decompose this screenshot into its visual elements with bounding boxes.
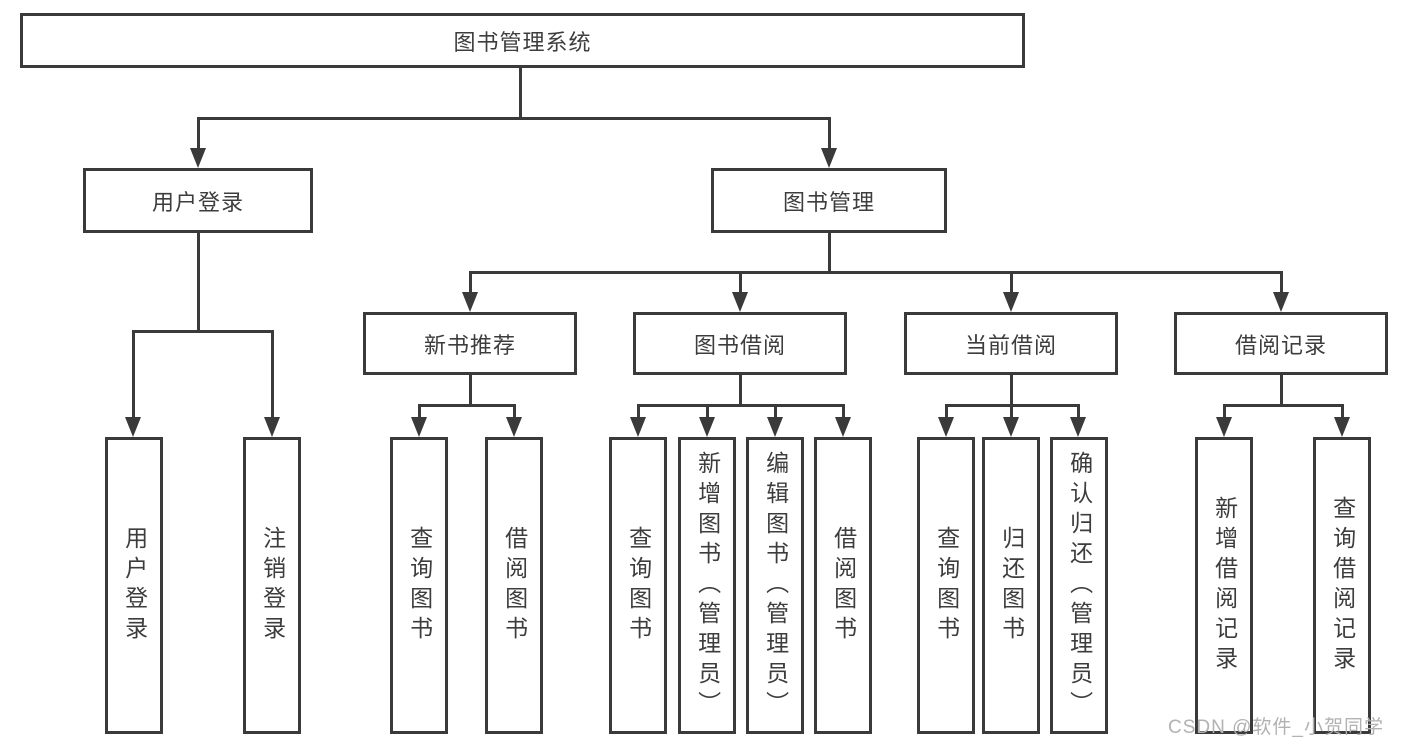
arrowhead-br-query xyxy=(1334,417,1350,437)
connector-drop-leaf-login xyxy=(132,330,135,417)
node-current-borrow: 当前借阅 xyxy=(904,312,1118,375)
arrowhead-nb-query xyxy=(411,417,427,437)
arrowhead-cb-query xyxy=(938,417,954,437)
connector-drop-br-query xyxy=(1341,404,1344,419)
leaf-records-query-record: 查询借阅记录 xyxy=(1313,437,1371,734)
arrowhead-current-borrow xyxy=(1003,292,1019,312)
connector-drop-bb-query xyxy=(637,404,640,419)
arrowhead-nb-borrow xyxy=(506,417,522,437)
connector-bookborrow-stem xyxy=(739,375,742,407)
arrowhead-book-mgmt xyxy=(821,148,837,168)
connector-drop-nb-borrow xyxy=(513,404,516,419)
leaf-label: 查询借阅记录 xyxy=(1329,495,1356,676)
leaf-label: 编辑图书（管理员） xyxy=(762,450,789,721)
arrowhead-leaf-login xyxy=(125,417,141,437)
leaf-current-confirm-return-admin: 确认归还（管理员） xyxy=(1050,437,1108,734)
connector-drop-cb-confirm xyxy=(1077,404,1080,419)
connector-drop-leaf-logout xyxy=(271,330,274,417)
connector-drop-br-add xyxy=(1223,404,1226,419)
leaf-borrow-add-books-admin: 新增图书（管理员） xyxy=(678,437,736,734)
node-label: 借阅记录 xyxy=(1234,332,1327,358)
connector-borrowrecords-stem xyxy=(1280,375,1283,407)
leaf-current-return-books: 归还图书 xyxy=(982,437,1040,734)
connector-newbooks-stem xyxy=(469,375,472,407)
leaf-label: 查询图书 xyxy=(625,525,652,646)
leaf-borrow-borrow-books: 借阅图书 xyxy=(814,437,872,734)
node-book-management: 图书管理 xyxy=(711,168,947,233)
node-label: 用户登录 xyxy=(151,189,244,215)
arrowhead-bb-borrow xyxy=(835,417,851,437)
leaf-borrow-edit-books-admin: 编辑图书（管理员） xyxy=(746,437,804,734)
leaf-newbooks-query-books: 查询图书 xyxy=(390,437,448,734)
arrowhead-new-books xyxy=(462,292,478,312)
arrowhead-cb-return xyxy=(1003,417,1019,437)
connector-drop-current-borrow xyxy=(1010,271,1013,294)
node-user-login: 用户登录 xyxy=(83,168,313,233)
leaf-label: 归还图书 xyxy=(998,525,1025,646)
connector-drop-bb-edit xyxy=(774,404,777,419)
connector-bookborrow-rail xyxy=(637,404,844,407)
leaf-label: 查询图书 xyxy=(406,525,433,646)
connector-drop-book-mgmt xyxy=(828,117,831,150)
connector-drop-nb-query xyxy=(418,404,421,419)
arrowhead-book-borrow xyxy=(732,292,748,312)
connector-root-stem xyxy=(519,66,522,119)
connector-drop-bb-add xyxy=(706,404,709,419)
node-library-management-system: 图书管理系统 xyxy=(20,13,1025,68)
connector-bookmgmt-rail xyxy=(469,271,1283,274)
leaf-records-add-record: 新增借阅记录 xyxy=(1195,437,1253,734)
node-label: 图书借阅 xyxy=(693,332,786,358)
leaf-borrow-query-books: 查询图书 xyxy=(609,437,667,734)
leaf-label: 借阅图书 xyxy=(501,525,528,646)
connector-bookmgmt-stem xyxy=(828,233,831,274)
node-label: 图书管理 xyxy=(782,189,875,215)
node-book-borrow: 图书借阅 xyxy=(633,312,847,375)
leaf-label: 查询图书 xyxy=(933,525,960,646)
leaf-label: 确认归还（管理员） xyxy=(1066,450,1093,721)
leaf-label: 新增借阅记录 xyxy=(1211,495,1238,676)
arrowhead-borrow-records xyxy=(1273,292,1289,312)
arrowhead-br-add xyxy=(1216,417,1232,437)
arrowhead-cb-confirm xyxy=(1070,417,1086,437)
connector-drop-new-books xyxy=(469,271,472,294)
leaf-label: 新增图书（管理员） xyxy=(694,450,721,721)
leaf-logout: 注销登录 xyxy=(243,437,301,734)
node-borrow-records: 借阅记录 xyxy=(1174,312,1388,375)
connector-drop-book-borrow xyxy=(739,271,742,294)
node-label: 图书管理系统 xyxy=(453,29,592,55)
leaf-label: 借阅图书 xyxy=(830,525,857,646)
arrowhead-bb-add xyxy=(699,417,715,437)
arrowhead-bb-edit xyxy=(767,417,783,437)
leaf-user-login: 用户登录 xyxy=(105,437,163,734)
connector-drop-borrow-records xyxy=(1280,271,1283,294)
arrowhead-leaf-logout xyxy=(264,417,280,437)
connector-drop-cb-return xyxy=(1010,404,1013,419)
node-label: 新书推荐 xyxy=(423,332,516,358)
leaf-label: 注销登录 xyxy=(259,525,286,646)
connector-drop-user-login xyxy=(197,117,200,150)
node-label: 当前借阅 xyxy=(964,332,1057,358)
leaf-label: 用户登录 xyxy=(121,525,148,646)
leaf-current-query-books: 查询图书 xyxy=(917,437,975,734)
csdn-watermark: CSDN @软件_小贺同学 xyxy=(1168,717,1384,738)
connector-userlogin-stem xyxy=(197,233,200,333)
connector-newbooks-rail xyxy=(418,404,516,407)
node-new-book-recommend: 新书推荐 xyxy=(363,312,577,375)
arrowhead-bb-query xyxy=(630,417,646,437)
connector-drop-cb-query xyxy=(945,404,948,419)
connector-userlogin-rail xyxy=(132,330,274,333)
leaf-newbooks-borrow-books: 借阅图书 xyxy=(485,437,543,734)
connector-drop-bb-borrow xyxy=(842,404,845,419)
connector-currentborrow-stem xyxy=(1010,375,1013,407)
connector-root-rail xyxy=(197,117,831,120)
arrowhead-user-login xyxy=(190,148,206,168)
connector-borrowrecords-rail xyxy=(1223,404,1343,407)
